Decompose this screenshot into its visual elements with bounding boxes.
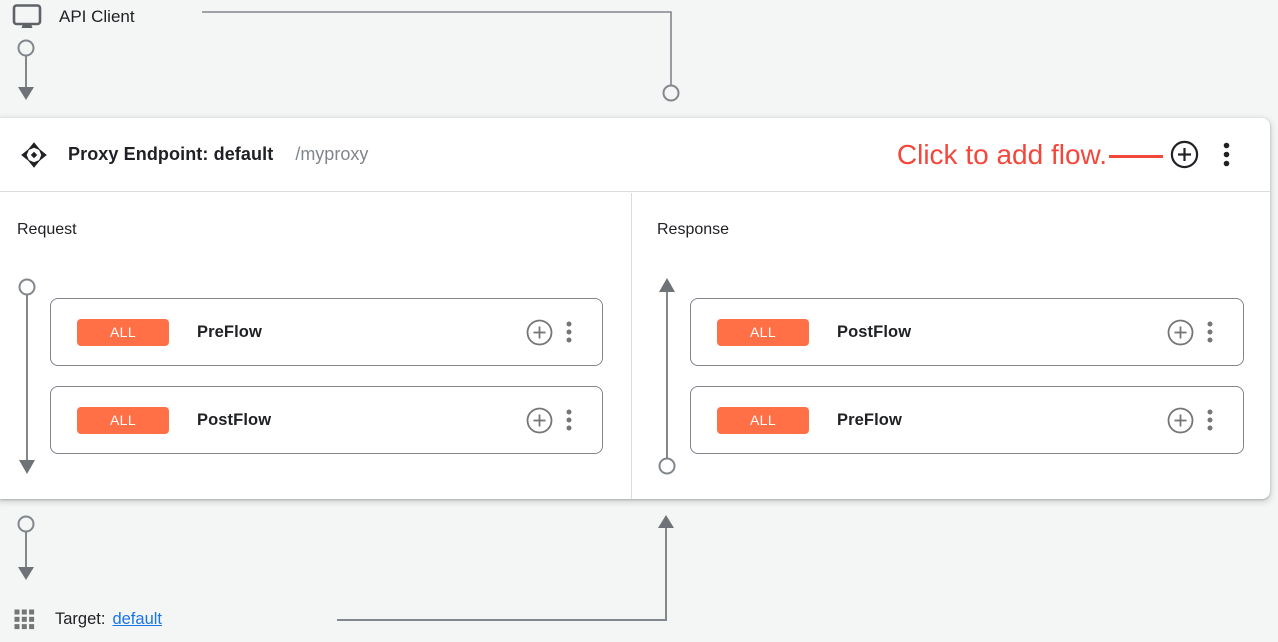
condition-badge: ALL xyxy=(77,318,169,346)
plus-circle-icon xyxy=(526,319,553,345)
monitor-icon xyxy=(12,4,42,28)
kebab-menu-icon xyxy=(1207,321,1213,343)
target-row: Target: default xyxy=(14,609,162,630)
kebab-menu-icon xyxy=(566,409,572,431)
proxy-endpoint-header: Proxy Endpoint: default /myproxy Click t… xyxy=(0,118,1270,192)
flow-menu-button[interactable] xyxy=(1207,321,1213,343)
flow-menu-button[interactable] xyxy=(566,321,572,343)
api-client: API Client xyxy=(12,3,135,31)
flow-card[interactable]: ALL PostFlow xyxy=(50,386,603,454)
response-column-label: Response xyxy=(657,221,730,238)
request-flow-connector xyxy=(18,278,676,475)
flow-card[interactable]: ALL PreFlow xyxy=(50,298,603,366)
endpoint-icon xyxy=(21,141,47,168)
column-divider xyxy=(631,193,632,499)
plus-circle-icon xyxy=(526,407,553,433)
flow-name: PostFlow xyxy=(837,322,912,341)
add-flow-annotation: Click to add flow. xyxy=(896,138,1107,170)
add-flow-button[interactable] xyxy=(1170,140,1199,169)
proxy-endpoint-body: Request Response ALL PreFlow xyxy=(0,193,1270,499)
panel-title: Proxy Endpoint: default xyxy=(68,144,274,164)
target-default-link[interactable]: default xyxy=(112,610,162,628)
proxy-endpoint-panel: Proxy Endpoint: default /myproxy Click t… xyxy=(0,118,1270,499)
endpoint-menu-button[interactable] xyxy=(1223,142,1230,167)
add-policy-button[interactable] xyxy=(526,407,553,434)
panel-basepath: /myproxy xyxy=(295,144,369,164)
condition-badge: ALL xyxy=(717,406,809,434)
flow-card[interactable]: ALL PreFlow xyxy=(690,386,1244,454)
flow-card[interactable]: ALL PostFlow xyxy=(690,298,1244,366)
flow-name: PreFlow xyxy=(197,322,262,341)
kebab-menu-icon xyxy=(566,321,572,343)
add-policy-button[interactable] xyxy=(526,319,553,346)
grid-icon xyxy=(14,609,35,630)
plus-circle-icon xyxy=(1167,319,1194,345)
flow-name: PostFlow xyxy=(197,410,272,429)
plus-circle-icon xyxy=(1167,407,1194,433)
flow-menu-button[interactable] xyxy=(1207,409,1213,431)
condition-badge: ALL xyxy=(717,318,809,346)
add-policy-button[interactable] xyxy=(1167,319,1194,346)
client-connectors xyxy=(17,11,680,102)
request-column-label: Request xyxy=(17,221,77,238)
flow-menu-button[interactable] xyxy=(566,409,572,431)
add-policy-button[interactable] xyxy=(1167,407,1194,434)
flow-name: PreFlow xyxy=(837,410,902,429)
kebab-menu-icon xyxy=(1223,142,1230,167)
api-client-label: API Client xyxy=(59,7,135,26)
condition-badge: ALL xyxy=(77,406,169,434)
target-label: Target: xyxy=(55,610,106,628)
annotation-line xyxy=(1109,155,1163,158)
plus-circle-icon xyxy=(1170,140,1199,169)
target-connectors xyxy=(17,515,674,621)
kebab-menu-icon xyxy=(1207,409,1213,431)
